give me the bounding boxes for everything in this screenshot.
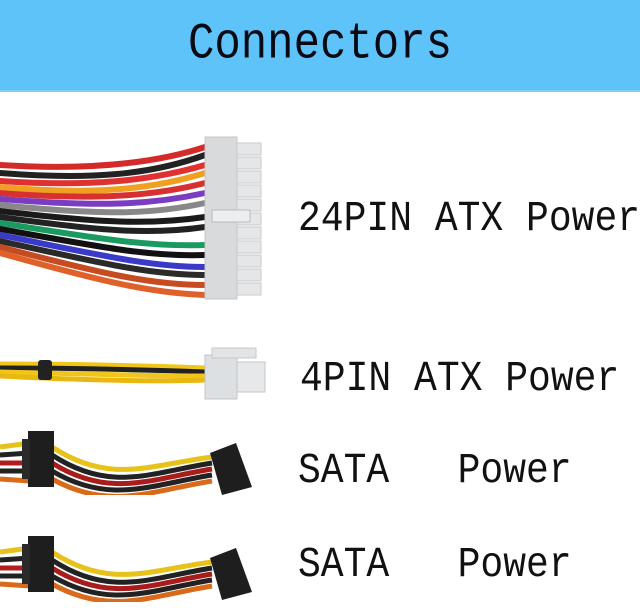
sata-power-connector-icon: [0, 530, 260, 602]
connector-label-4pin: 4PIN ATX Power: [300, 355, 620, 404]
sata-power-connector-icon: [0, 425, 260, 495]
header-banner: Connectors: [0, 0, 640, 92]
connector-label-sata-2: SATA Power: [298, 541, 572, 590]
atx-4pin-connector-icon: [0, 340, 270, 400]
page-title: Connectors: [187, 16, 453, 74]
atx-24pin-connector-icon: [0, 135, 270, 315]
connector-label-24pin: 24PIN ATX Power: [298, 195, 640, 244]
connector-label-sata-1: SATA Power: [298, 447, 572, 496]
